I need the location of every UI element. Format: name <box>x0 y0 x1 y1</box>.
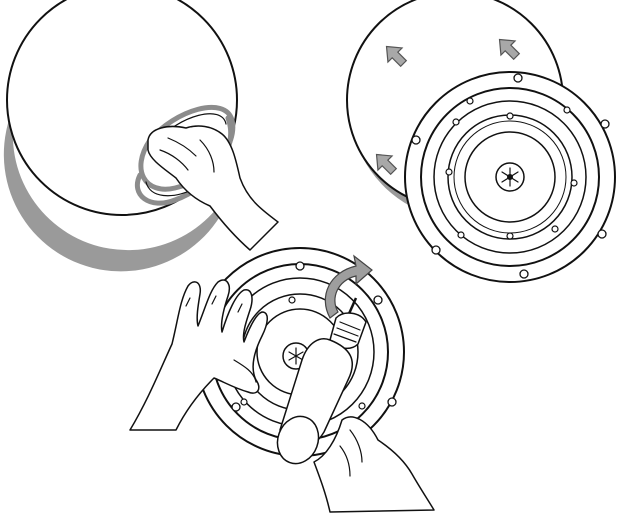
chuck-grip-lines <box>333 321 361 343</box>
drill-end-cap <box>276 415 320 465</box>
wiping-hand <box>147 125 279 251</box>
thumb-line <box>233 359 257 383</box>
fingernail-lines <box>185 295 243 313</box>
finger-line-1 <box>167 137 197 157</box>
alignment-arrow-icon-2 <box>498 38 521 61</box>
alignment-arrow-icon-3 <box>375 153 398 176</box>
right-hand <box>313 416 435 513</box>
rotate-clockwise-arrow-icon <box>324 254 373 319</box>
left-hand <box>129 279 268 431</box>
knuckle-line <box>199 139 215 173</box>
speaker-cone <box>464 131 556 223</box>
alignment-arrow-icon-1 <box>385 45 408 68</box>
frame-holes <box>411 73 610 279</box>
panel-2-grille-and-speaker <box>346 0 616 283</box>
panel-1-grille-cleaning <box>3 0 279 272</box>
speaker-frame-inner <box>420 87 600 267</box>
power-drill <box>276 297 367 465</box>
right-hand-finger-lines <box>339 429 363 477</box>
finger-line-2 <box>159 149 189 171</box>
speaker-baffle <box>433 100 587 254</box>
install-tweeter-star-icon <box>288 347 304 365</box>
panel-3-speaker-installation <box>129 247 435 513</box>
tweeter-center <box>507 174 513 180</box>
speaker-screws <box>445 97 578 240</box>
